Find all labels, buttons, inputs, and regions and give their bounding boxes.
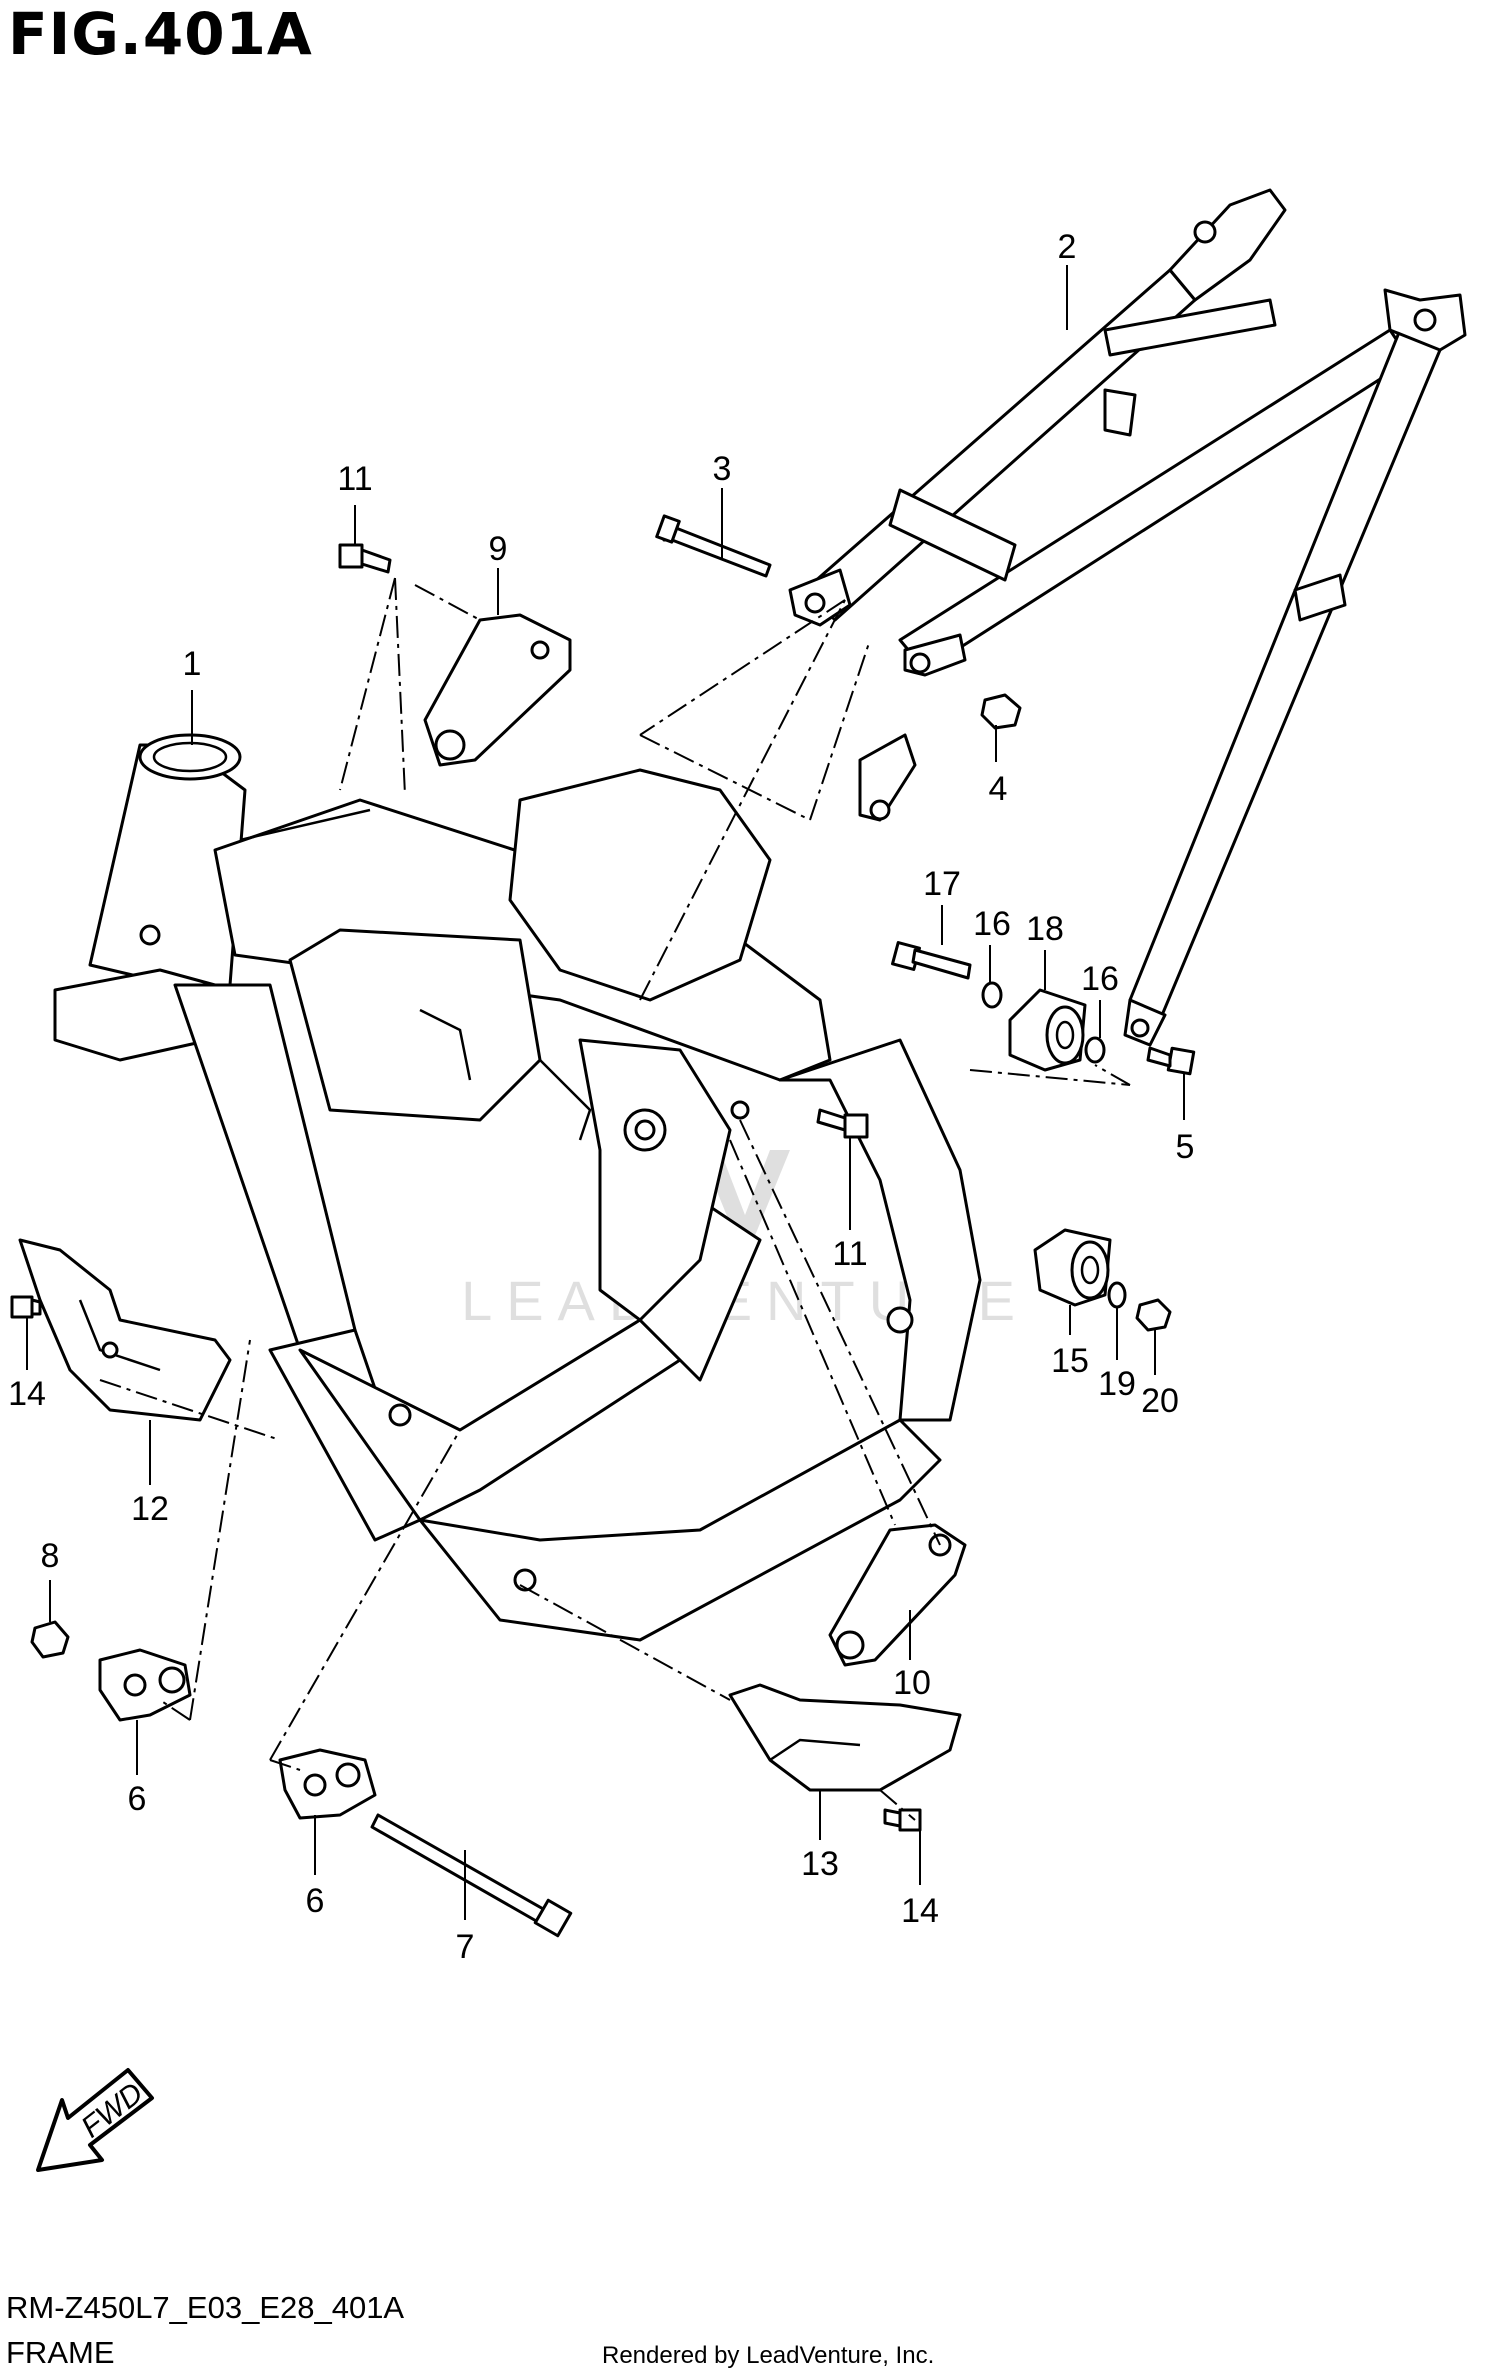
figure-title: FIG.401A bbox=[8, 0, 313, 68]
part-12-guard bbox=[18, 1238, 232, 1422]
callout-14a: 14 bbox=[8, 1375, 46, 1413]
part-20-nut bbox=[1135, 1298, 1172, 1332]
callout-4: 4 bbox=[989, 770, 1008, 808]
callout-8: 8 bbox=[41, 1537, 60, 1575]
part-13-guard bbox=[728, 1683, 962, 1792]
callout-17: 17 bbox=[923, 865, 961, 903]
part-9-bracket bbox=[423, 613, 572, 767]
callout-14b: 14 bbox=[901, 1892, 939, 1930]
part-5-bolt bbox=[1146, 1046, 1196, 1076]
callout-18: 18 bbox=[1026, 910, 1064, 948]
leader-lines bbox=[26, 265, 1185, 1920]
part-14-bolt-left bbox=[10, 1295, 42, 1319]
callout-19: 19 bbox=[1098, 1365, 1136, 1403]
callout-6a: 6 bbox=[128, 1780, 147, 1818]
callout-16b: 16 bbox=[1081, 960, 1119, 998]
callout-12: 12 bbox=[131, 1490, 169, 1528]
callout-6b: 6 bbox=[306, 1882, 325, 1920]
diagram-code: RM-Z450L7_E03_E28_401A bbox=[6, 2290, 405, 2325]
part-16-washers bbox=[981, 981, 1106, 1064]
part-19-washer bbox=[1107, 1281, 1127, 1309]
callout-13: 13 bbox=[801, 1845, 839, 1883]
callout-labels: 1 2 3 4 5 6 6 7 8 9 10 11 11 12 13 14 14… bbox=[8, 228, 1194, 1966]
callout-16a: 16 bbox=[973, 905, 1011, 943]
diagram-caption: FRAME bbox=[6, 2335, 115, 2370]
callout-15: 15 bbox=[1051, 1342, 1089, 1380]
render-credit: Rendered by LeadVenture, Inc. bbox=[602, 2342, 935, 2369]
part-6-bracket-lower bbox=[278, 1748, 377, 1820]
callout-9: 9 bbox=[489, 530, 508, 568]
callout-20: 20 bbox=[1141, 1382, 1179, 1420]
part-6-bracket-left bbox=[98, 1648, 192, 1722]
part-7-bolt bbox=[370, 1813, 573, 1938]
callout-11b: 11 bbox=[832, 1235, 867, 1273]
callout-10: 10 bbox=[893, 1664, 931, 1702]
part-11-bolt-lower bbox=[816, 1108, 869, 1139]
callout-11a: 11 bbox=[337, 460, 372, 498]
callout-2: 2 bbox=[1058, 228, 1077, 266]
callout-1: 1 bbox=[183, 645, 202, 683]
fwd-direction-arrow: FWD bbox=[36, 2068, 154, 2172]
main-frame bbox=[53, 733, 982, 1642]
part-18-collar bbox=[1008, 988, 1087, 1072]
rear-bracket bbox=[858, 733, 917, 822]
part-3-bolt bbox=[655, 514, 772, 578]
part-15-collar bbox=[1033, 1228, 1112, 1307]
callout-5: 5 bbox=[1176, 1128, 1195, 1166]
callout-7: 7 bbox=[456, 1928, 475, 1966]
part-4-nut bbox=[980, 693, 1022, 730]
part-14-bolt-right bbox=[883, 1808, 922, 1832]
part-11-bolt-top bbox=[338, 543, 392, 574]
part-8-nut bbox=[30, 1620, 70, 1659]
callout-3: 3 bbox=[713, 450, 732, 488]
assembly-lines bbox=[99, 577, 1131, 1821]
part-10-bracket bbox=[828, 1523, 967, 1667]
rear-subframe bbox=[788, 188, 1467, 1047]
part-17-bolt bbox=[891, 941, 972, 980]
